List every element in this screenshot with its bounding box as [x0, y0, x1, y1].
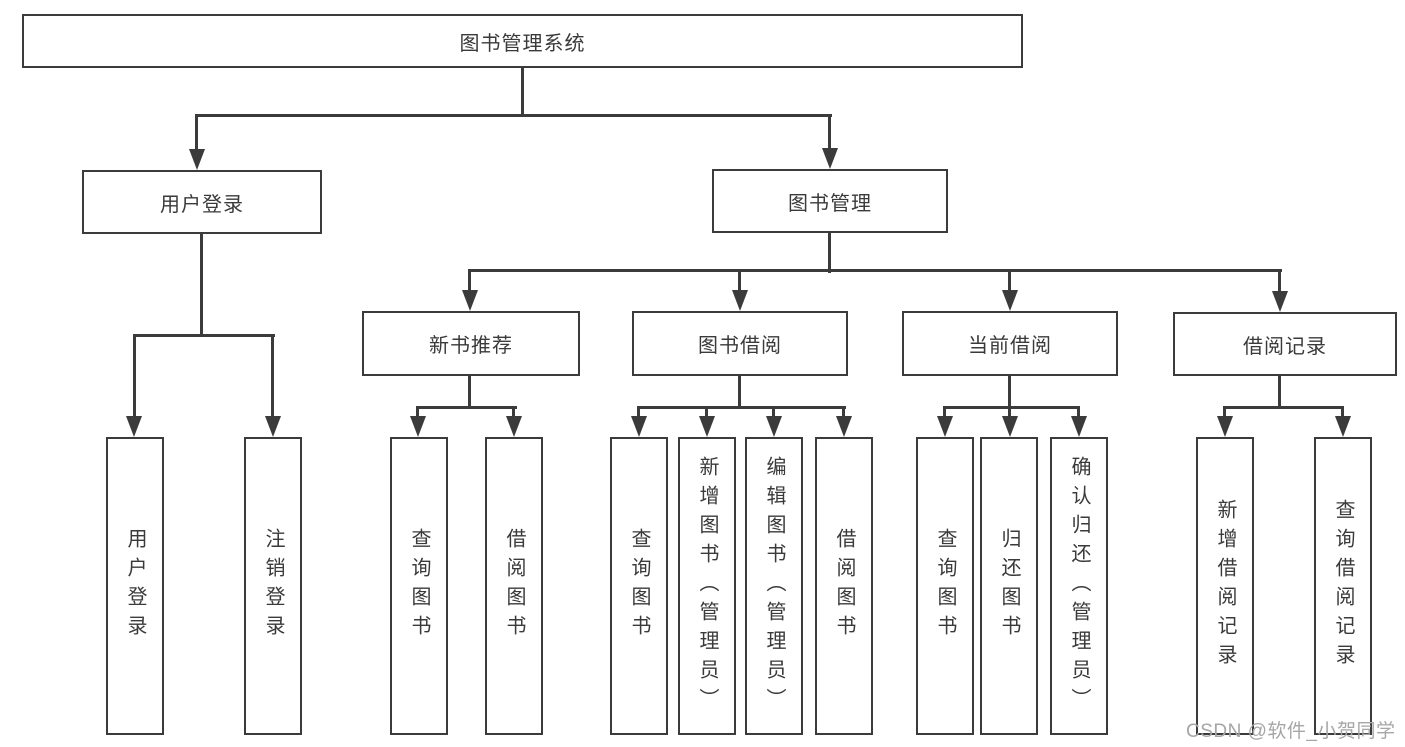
connector-drop-g3-confirm	[1077, 408, 1080, 420]
connector-drop-user-login	[195, 116, 198, 151]
connector-drop-g1-borrow	[512, 408, 515, 420]
connector-borrow-record-stem	[1278, 376, 1281, 409]
connector-drop-g2-add	[705, 408, 708, 420]
leaf-g2-add-books-admin-label: 新增图书（管理员）	[696, 455, 718, 717]
connector-current-borrow-stem	[1008, 376, 1011, 409]
leaf-g1-query-books: 查询图书	[390, 437, 448, 735]
arrowhead-g4-add	[1217, 416, 1233, 437]
arrowhead-leaf-login	[126, 416, 142, 437]
connector-drop-g2-query	[637, 408, 640, 420]
leaf-g2-edit-books-admin: 编辑图书（管理员）	[745, 437, 803, 735]
leaf-g3-return-books: 归还图书	[980, 437, 1038, 735]
leaf-g4-add-record: 新增借阅记录	[1196, 437, 1254, 735]
leaf-g3-return-books-label: 归还图书	[998, 528, 1020, 644]
node-book-borrow: 图书借阅	[632, 311, 848, 376]
arrowhead-g3-query	[937, 416, 953, 437]
arrowhead-g3-confirm	[1071, 416, 1087, 437]
arrowhead-g2-borrow	[836, 416, 852, 437]
node-borrow-record: 借阅记录	[1173, 312, 1397, 376]
connector-root-stem	[521, 68, 524, 117]
node-user-login-label: 用户登录	[160, 193, 244, 216]
leaf-g3-confirm-return-admin: 确认归还（管理员）	[1050, 437, 1108, 735]
connector-drop-borrow-record	[1278, 271, 1281, 292]
leaf-g2-query-books: 查询图书	[610, 437, 668, 735]
arrowhead-g3-return	[1002, 416, 1018, 437]
connector-drop-g4-add	[1223, 408, 1226, 420]
connector-drop-book-mgmt	[828, 116, 831, 150]
connector-drop-leaf-logout	[271, 336, 274, 420]
leaf-user-login: 用户登录	[106, 437, 164, 735]
arrowhead-user-login	[189, 149, 205, 170]
leaf-g2-borrow-books: 借阅图书	[815, 437, 873, 735]
leaf-g2-edit-books-admin-label: 编辑图书（管理员）	[763, 455, 785, 717]
arrowhead-g1-query	[410, 416, 426, 437]
arrowhead-g2-query	[631, 416, 647, 437]
leaf-g1-query-books-label: 查询图书	[408, 528, 430, 644]
connector-drop-g3-query	[943, 408, 946, 420]
connector-user-login-stem	[200, 233, 203, 337]
leaf-logout: 注销登录	[244, 437, 302, 735]
csdn-watermark: CSDN @软件_小贺同学	[1186, 721, 1396, 742]
node-book-mgmt: 图书管理	[712, 169, 948, 233]
leaf-g2-add-books-admin: 新增图书（管理员）	[678, 437, 736, 735]
connector-root-bus	[195, 114, 832, 117]
leaf-g1-borrow-books-label: 借阅图书	[503, 528, 525, 644]
connector-drop-g1-query	[416, 408, 419, 420]
node-new-book: 新书推荐	[362, 311, 580, 376]
leaf-g1-borrow-books: 借阅图书	[485, 437, 543, 735]
leaf-logout-label: 注销登录	[262, 528, 284, 644]
leaf-g2-borrow-books-label: 借阅图书	[833, 528, 855, 644]
arrowhead-g4-query	[1335, 416, 1351, 437]
arrowhead-new-book	[462, 290, 478, 311]
arrowhead-g2-add	[699, 416, 715, 437]
leaf-user-login-label: 用户登录	[124, 528, 146, 644]
leaf-g3-query-books-label: 查询图书	[934, 528, 956, 644]
leaf-g4-query-record: 查询借阅记录	[1314, 437, 1372, 735]
connector-current-borrow-bus	[943, 406, 1080, 409]
connector-drop-g2-borrow	[842, 408, 845, 420]
arrowhead-book-borrow	[732, 290, 748, 311]
connector-drop-leaf-login	[133, 336, 136, 420]
arrowhead-g2-edit	[766, 416, 782, 437]
arrowhead-leaf-logout	[265, 416, 281, 437]
connector-drop-g2-edit	[772, 408, 775, 420]
node-root: 图书管理系统	[22, 14, 1023, 68]
connector-drop-g4-query	[1341, 408, 1344, 420]
node-current-borrow-label: 当前借阅	[968, 335, 1052, 357]
connector-new-book-bus	[416, 406, 517, 409]
arrowhead-borrow-record	[1272, 291, 1288, 312]
node-user-login: 用户登录	[82, 170, 322, 234]
connector-borrow-record-bus	[1223, 406, 1344, 409]
node-root-label: 图书管理系统	[459, 32, 586, 55]
connector-drop-current-borrow	[1008, 271, 1011, 292]
leaf-g3-confirm-return-admin-label: 确认归还（管理员）	[1068, 455, 1090, 717]
connector-book-borrow-stem	[738, 376, 741, 409]
node-book-mgmt-label: 图书管理	[788, 192, 872, 215]
connector-drop-new-book	[468, 271, 471, 292]
leaf-g4-query-record-label: 查询借阅记录	[1332, 499, 1354, 673]
leaf-g4-add-record-label: 新增借阅记录	[1214, 499, 1236, 673]
connector-new-book-stem	[468, 376, 471, 409]
connector-user-login-bus	[133, 334, 275, 337]
node-new-book-label: 新书推荐	[429, 335, 513, 357]
connector-book-borrow-bus	[637, 406, 846, 409]
node-borrow-record-label: 借阅记录	[1243, 335, 1327, 358]
connector-book-mgmt-stem	[828, 232, 831, 273]
connector-drop-book-borrow	[738, 271, 741, 292]
leaf-g2-query-books-label: 查询图书	[628, 528, 650, 644]
connector-book-mgmt-bus	[468, 269, 1282, 272]
node-book-borrow-label: 图书借阅	[698, 335, 782, 357]
arrowhead-book-mgmt	[822, 148, 838, 169]
arrowhead-g1-borrow	[506, 416, 522, 437]
arrowhead-current-borrow	[1002, 290, 1018, 311]
node-current-borrow: 当前借阅	[902, 311, 1118, 376]
connector-drop-g3-return	[1008, 408, 1011, 420]
leaf-g3-query-books: 查询图书	[916, 437, 974, 735]
